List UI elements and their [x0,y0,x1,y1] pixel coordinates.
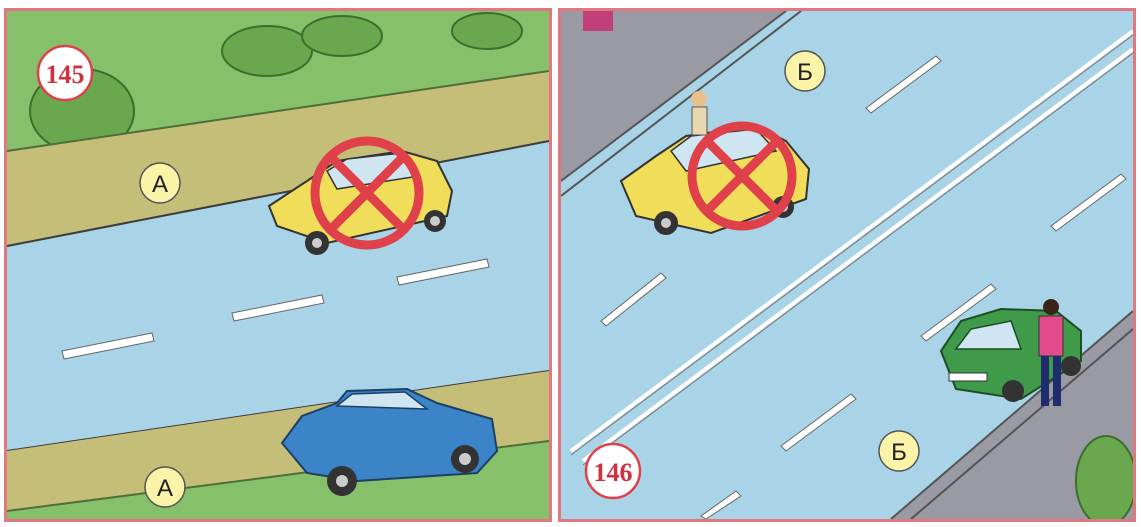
scene-146: 146 Б Б [561,11,1133,519]
panel-number-badge: 146 [586,444,640,498]
zone-label-text: Б [891,439,907,466]
illustration-panel-145: 145 А А [4,8,552,522]
zone-label-b-upper: Б [785,51,825,91]
panel-number: 146 [594,458,633,487]
zone-label-text: Б [797,59,813,86]
zone-label-a-lower: А [145,467,185,507]
zone-label-text: А [157,475,173,502]
zone-label-text: А [152,171,168,198]
illustration-panel-146: 146 Б Б [558,8,1136,522]
zone-label-a-upper: А [140,163,180,203]
scene-145: 145 А А [7,11,549,519]
pedestrian-icon [691,91,707,135]
bush-icon [1076,436,1133,519]
panel-number: 145 [46,60,85,89]
zone-label-b-lower: Б [879,431,919,471]
panel-number-badge: 145 [38,46,92,100]
